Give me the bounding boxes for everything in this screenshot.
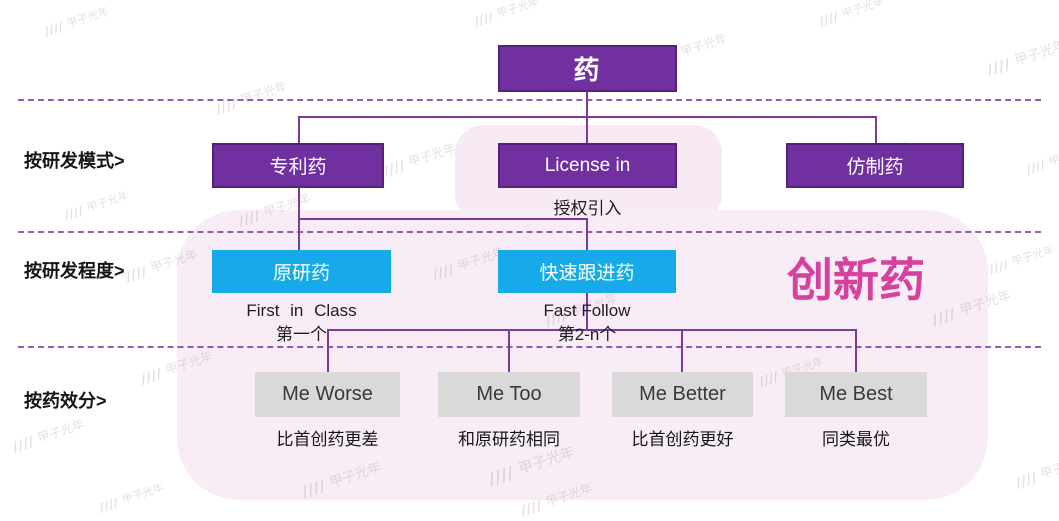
connector bbox=[298, 116, 300, 144]
node-me-best: Me Best bbox=[785, 372, 927, 417]
dashed-divider-2 bbox=[18, 231, 1041, 233]
original-drug-cn-subtitle: 第一个 bbox=[276, 325, 327, 344]
row-label-rd-mode: 按研发模式> bbox=[24, 151, 125, 171]
me-better-caption: 比首创药更好 bbox=[631, 430, 734, 449]
me-worse-caption: 比首创药更差 bbox=[276, 430, 379, 449]
watermark: ||||甲子光年 bbox=[1016, 452, 1059, 490]
connector bbox=[327, 329, 857, 331]
node-generic-drug: 仿制药 bbox=[786, 143, 964, 188]
watermark: ||||甲子光年 bbox=[384, 140, 457, 178]
connector bbox=[586, 218, 588, 250]
node-me-worse: Me Worse bbox=[255, 372, 400, 417]
row-label-rd-degree: 按研发程度> bbox=[24, 261, 125, 281]
node-original-drug: 原研药 bbox=[212, 250, 391, 293]
original-drug-en-subtitle: First in Class bbox=[246, 301, 357, 320]
watermark: ||||甲子光年 bbox=[45, 4, 111, 38]
watermark: ||||甲子光年 bbox=[988, 37, 1059, 78]
license-in-subtitle: 授权引入 bbox=[553, 199, 622, 218]
watermark: ||||甲子光年 bbox=[216, 78, 289, 116]
watermark: ||||甲子光年 bbox=[990, 242, 1056, 276]
watermark: ||||甲子光年 bbox=[1027, 142, 1059, 176]
node-drug-root: 药 bbox=[498, 45, 677, 92]
watermark: ||||甲子光年 bbox=[100, 480, 166, 514]
connector bbox=[681, 329, 683, 372]
connector bbox=[508, 329, 510, 372]
innovative-drug-annotation: 创新药 bbox=[787, 254, 925, 306]
row-label-efficacy: 按药效分> bbox=[24, 391, 107, 411]
connector bbox=[586, 293, 588, 330]
node-fast-follow-drug: 快速跟进药 bbox=[498, 250, 676, 293]
watermark: ||||甲子光年 bbox=[13, 416, 86, 454]
watermark: ||||甲子光年 bbox=[65, 188, 131, 222]
connector bbox=[875, 116, 877, 144]
connector bbox=[327, 329, 329, 372]
me-too-caption: 和原研药相同 bbox=[458, 430, 560, 449]
me-best-caption: 同类最优 bbox=[822, 430, 890, 449]
node-me-better: Me Better bbox=[612, 372, 753, 417]
dashed-divider-3 bbox=[18, 346, 1041, 348]
node-license-in: License in bbox=[498, 143, 677, 188]
connector bbox=[586, 92, 588, 117]
connector bbox=[298, 218, 588, 220]
connector bbox=[855, 329, 857, 372]
fast-follow-en-subtitle: Fast Follow bbox=[543, 301, 631, 320]
node-me-too: Me Too bbox=[438, 372, 580, 417]
dashed-divider-1 bbox=[18, 99, 1041, 101]
watermark: ||||甲子光年 bbox=[475, 0, 541, 28]
node-patent-drug: 专利药 bbox=[212, 143, 384, 188]
watermark: ||||甲子光年 bbox=[820, 0, 886, 28]
connector bbox=[586, 116, 588, 144]
fast-follow-cn-subtitle: 第2-n个 bbox=[557, 325, 617, 344]
